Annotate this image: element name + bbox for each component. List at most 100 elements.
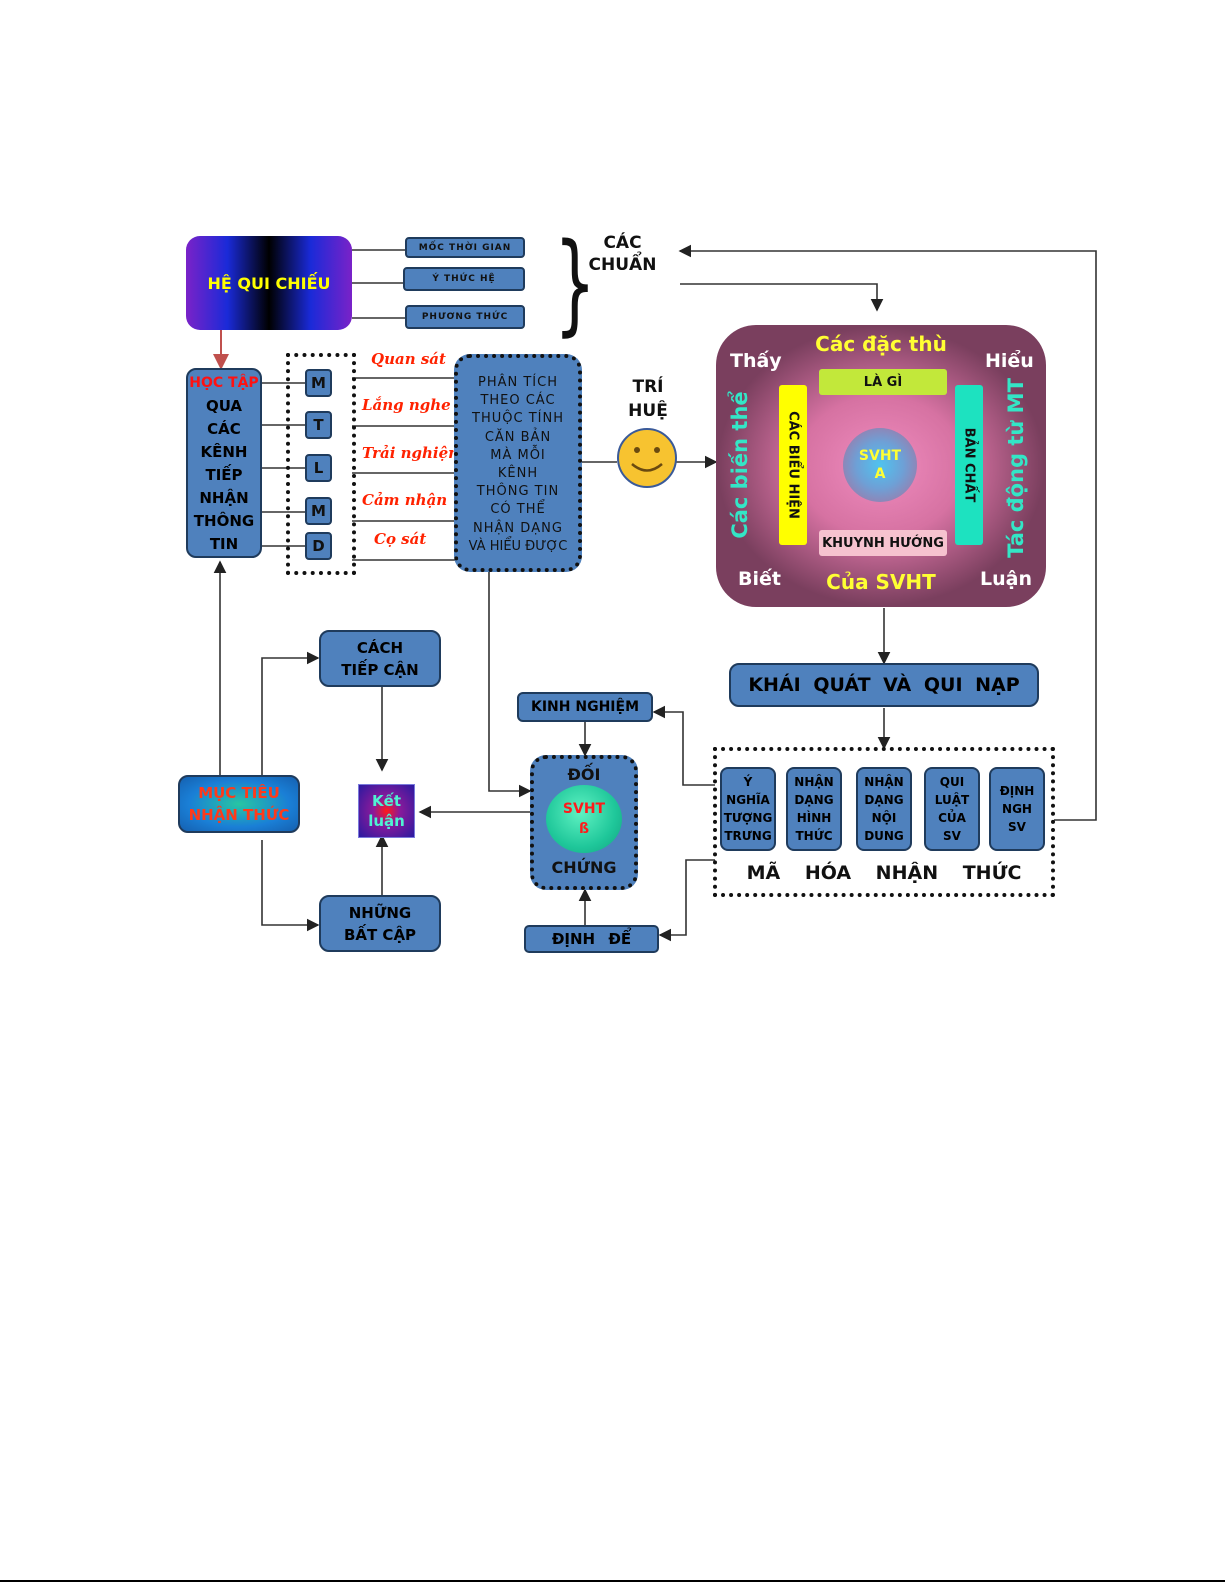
hoc-tap-line: NHẬN [199, 489, 249, 507]
ma-hoa-item-line: SV [943, 829, 961, 843]
curly-brace-icon: } [554, 219, 596, 347]
dinh-de-label: ĐỊNH ĐỂ [551, 930, 632, 948]
panel-corner-luan: Luận [980, 568, 1032, 590]
panel-corner-hieu: Hiểu [985, 350, 1034, 372]
ma-hoa-item-line: NGHĨA [726, 793, 770, 807]
tag-label: Ý THỨC HỆ [432, 274, 496, 284]
cac-chuan-label: CÁC CHUẨN [585, 232, 660, 276]
channel-letter-box: M [305, 369, 332, 397]
svht-b-line: ß [578, 821, 590, 837]
ma-hoa-item-line: CỦA [938, 811, 966, 825]
ma-hoa-item-line: DẠNG [864, 793, 904, 807]
ma-hoa-item-line: TRƯNG [724, 829, 772, 843]
he-qui-chieu-box: HỆ QUI CHIẾU [186, 236, 352, 330]
channel-label: Cảm nhận [362, 491, 448, 509]
panel-top-label: Các đặc thù [815, 332, 947, 356]
channel-label: Quan sát [371, 350, 446, 368]
doi-chung-top: ĐỐI [567, 765, 601, 784]
tri-hue-line: TRÍ [632, 377, 664, 397]
svht-b-circle: SVHT ß [546, 785, 622, 853]
panel-corner-biet: Biết [738, 568, 781, 590]
ma-hoa-item-line: DẠNG [794, 793, 834, 807]
nhung-bat-cap-line: BẤT CẬP [343, 925, 417, 944]
nhung-bat-cap-box: NHỮNG BẤT CẬP [319, 895, 441, 952]
ma-hoa-item-line: Ý [743, 775, 753, 789]
hoc-tap-box: HỌC TẬP QUA CÁC KÊNH TIẾP NHẬN THÔNG TIN [186, 368, 262, 558]
bar-khuynh-huong: KHUYNH HƯỚNG [819, 530, 947, 556]
ma-hoa-item: Ý NGHĨA TƯỢNG TRƯNG [720, 767, 776, 851]
ma-hoa-item-line: THỨC [795, 829, 833, 843]
svht-b-line: SVHT [562, 801, 606, 817]
ma-hoa-item-line: NGH [1002, 802, 1032, 816]
hoc-tap-line: KÊNH [200, 443, 248, 461]
ket-luan-line: Kết [372, 792, 401, 810]
bar-cac-bieu-hien: CÁC BIỂU HIỆN [779, 385, 807, 545]
ma-hoa-item: NHẬN DẠNG HÌNH THỨC [786, 767, 842, 851]
analysis-line: THUỘC TÍNH [472, 411, 564, 427]
ket-luan-box: Kết luận [358, 784, 415, 838]
ma-hoa-item-line: NHẬN [794, 775, 834, 789]
bar-cac-bieu-hien-label: CÁC BIỂU HIỆN [785, 411, 801, 519]
hoc-tap-title: HỌC TẬP [189, 375, 259, 391]
hoc-tap-line: QUA [205, 397, 243, 415]
tag-y-thuc-he: Ý THỨC HỆ [403, 267, 525, 291]
channel-letter-box: M [305, 497, 332, 525]
channel-letter: L [313, 459, 324, 477]
analysis-box: PHÂN TÍCH THEO CÁC THUỘC TÍNH CĂN BẢN MÀ… [454, 354, 582, 572]
tag-moc-thoi-gian: MỐC THỜI GIAN [405, 237, 525, 258]
analysis-line: KÊNH [497, 466, 539, 482]
dinh-de-box: ĐỊNH ĐỂ [524, 925, 659, 953]
bar-khuynh-huong-label: KHUYNH HƯỚNG [822, 535, 944, 551]
ma-hoa-item-line: NHẬN [864, 775, 904, 789]
kinh-nghiem-label: KINH NGHIỆM [531, 699, 639, 715]
tag-label: MỐC THỜI GIAN [418, 242, 512, 253]
cac-chuan-line: CÁC [603, 233, 642, 253]
channel-letter: T [313, 416, 324, 434]
ma-hoa-item-line: ĐỊNH [999, 784, 1035, 798]
panel-side-right: Tác động từ MT [998, 378, 1034, 558]
channel-label: Lắng nghe [362, 396, 451, 414]
bar-ban-chat: BẢN CHẤT [955, 385, 983, 545]
khai-quat-label: KHÁI QUÁT VÀ QUI NẠP [748, 674, 1020, 696]
panel-side-left: Các biến thể [722, 390, 758, 540]
analysis-line: NHẬN DẠNG [473, 520, 563, 536]
smiley-face-icon [616, 427, 678, 489]
khai-quat-box: KHÁI QUÁT VÀ QUI NẠP [729, 663, 1039, 707]
bar-la-gi-label: LÀ GÌ [863, 374, 903, 390]
bar-la-gi: LÀ GÌ [819, 369, 947, 395]
cach-tiep-can-line: CÁCH [356, 638, 404, 657]
svht-a-circle: SVHT A [843, 428, 917, 502]
ma-hoa-item-line: SV [1008, 820, 1026, 834]
ket-luan-line: luận [368, 812, 405, 830]
svht-a-line: SVHT [858, 448, 902, 464]
analysis-line: CÓ THỂ [490, 502, 546, 518]
tri-hue-line: HUỆ [628, 401, 668, 421]
ma-hoa-item-line: LUẬT [934, 793, 970, 807]
side-right-text: Tác động từ MT [1004, 378, 1028, 558]
ma-hoa-item-line: TƯỢNG [723, 811, 773, 825]
ma-hoa-label: MÃ HÓA NHẬN THỨC [746, 862, 1022, 884]
panel-corner-thay: Thấy [730, 350, 782, 372]
bar-ban-chat-label: BẢN CHẤT [961, 427, 977, 503]
side-left-text: Các biến thể [728, 391, 752, 539]
ma-hoa-item-line: DUNG [864, 829, 904, 843]
nhung-bat-cap-line: NHỮNG [348, 903, 412, 922]
hoc-tap-line: THÔNG [193, 512, 255, 530]
channels-group [286, 353, 356, 575]
channel-letter: M [311, 374, 326, 392]
kinh-nghiem-box: KINH NGHIỆM [517, 692, 653, 722]
ma-hoa-item-line: HÌNH [796, 811, 832, 825]
muc-tieu-line: NHẬN THỨC [188, 806, 290, 824]
hoc-tap-line: CÁC [207, 420, 241, 438]
channel-label: Cọ sát [374, 530, 427, 548]
analysis-line: VÀ HIỂU ĐƯỢC [468, 538, 568, 554]
hoc-tap-line: TIN [209, 535, 239, 553]
doi-chung-bottom: CHỨNG [551, 858, 617, 877]
channel-letter-box: D [305, 532, 332, 560]
ma-hoa-item: ĐỊNH NGH SV [989, 767, 1045, 851]
channel-letter-box: L [305, 454, 332, 482]
tri-hue-label: TRÍ HUỆ [620, 375, 676, 423]
